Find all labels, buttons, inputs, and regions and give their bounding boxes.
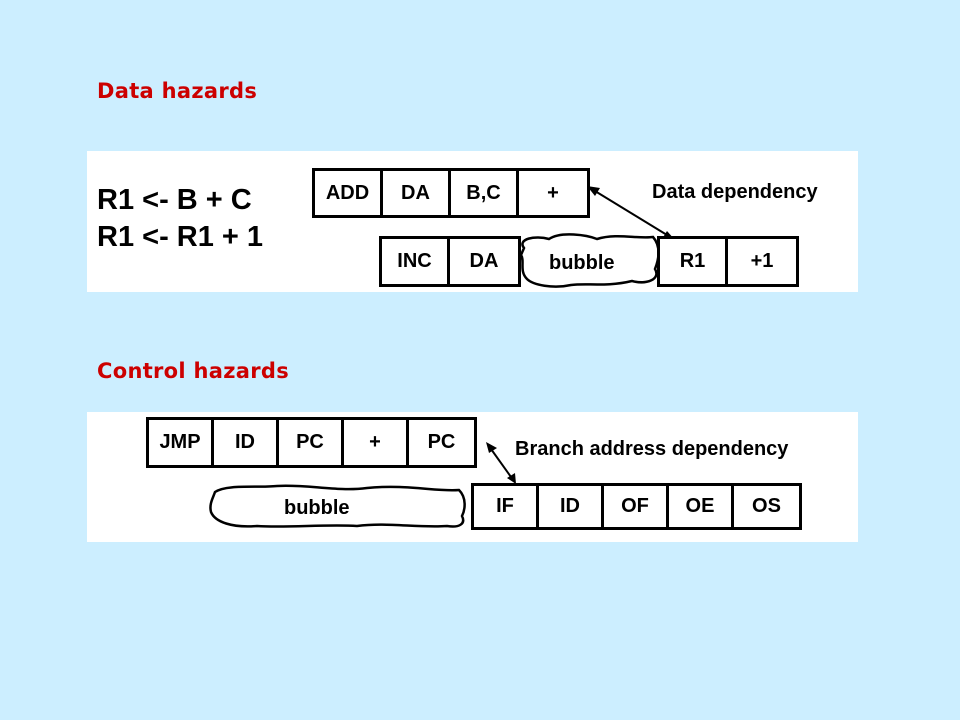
bubble-shape (519, 233, 660, 288)
instruction-2: R1 <- R1 + 1 (97, 221, 264, 253)
pipeline-row-jmp: JMP ID PC + PC (146, 417, 477, 468)
stage-plus: + (344, 420, 409, 465)
data-hazard-drawing (519, 186, 675, 288)
bubble-shape (209, 484, 466, 528)
branch-dependency-arrow (490, 448, 512, 478)
instruction-1: R1 <- B + C (97, 184, 252, 216)
control-hazards-title: Control hazards (97, 359, 290, 383)
bubble-label: bubble (284, 497, 350, 519)
bubble-label: bubble (549, 252, 615, 274)
stage-jmp: JMP (149, 420, 214, 465)
arrow-head-down (507, 473, 516, 484)
pipeline-row-r1: R1 +1 (657, 236, 799, 287)
data-hazards-diagram: R1 <- B + C R1 <- R1 + 1 ADD DA B,C + IN… (87, 151, 858, 292)
stage-id: ID (214, 420, 279, 465)
stage-oe: OE (669, 486, 734, 527)
pipeline-row-if: IF ID OF OE OS (471, 483, 802, 530)
data-dependency-label: Data dependency (652, 181, 818, 203)
control-hazards-diagram: JMP ID PC + PC bubble IF ID OF OE OS Bra… (87, 412, 858, 542)
stage-if: IF (474, 486, 539, 527)
stage-plus-one: +1 (750, 250, 774, 272)
data-hazards-title: Data hazards (97, 79, 258, 103)
stage-pc: PC (279, 420, 344, 465)
control-hazard-drawing (209, 442, 516, 528)
stage-id: ID (539, 486, 604, 527)
pipeline-row-inc: INC DA (379, 236, 521, 287)
stage-da: DA (469, 250, 499, 272)
arrow-head-up (486, 442, 497, 453)
arrow-head-left (587, 186, 600, 196)
stage-inc: INC (382, 239, 450, 284)
stage-r1: R1 (660, 239, 728, 284)
stage-of: OF (604, 486, 669, 527)
dependency-arrow (594, 190, 668, 236)
pipeline-row-add: ADD DA B,C + (312, 168, 590, 218)
stage-pc-2: PC (427, 431, 456, 453)
stage-da: DA (383, 171, 451, 215)
branch-dependency-label: Branch address dependency (515, 438, 789, 460)
stage-plus: + (547, 181, 559, 204)
stage-operands: B,C (451, 171, 519, 215)
stage-add: ADD (315, 171, 383, 215)
stage-os: OS (752, 495, 781, 517)
